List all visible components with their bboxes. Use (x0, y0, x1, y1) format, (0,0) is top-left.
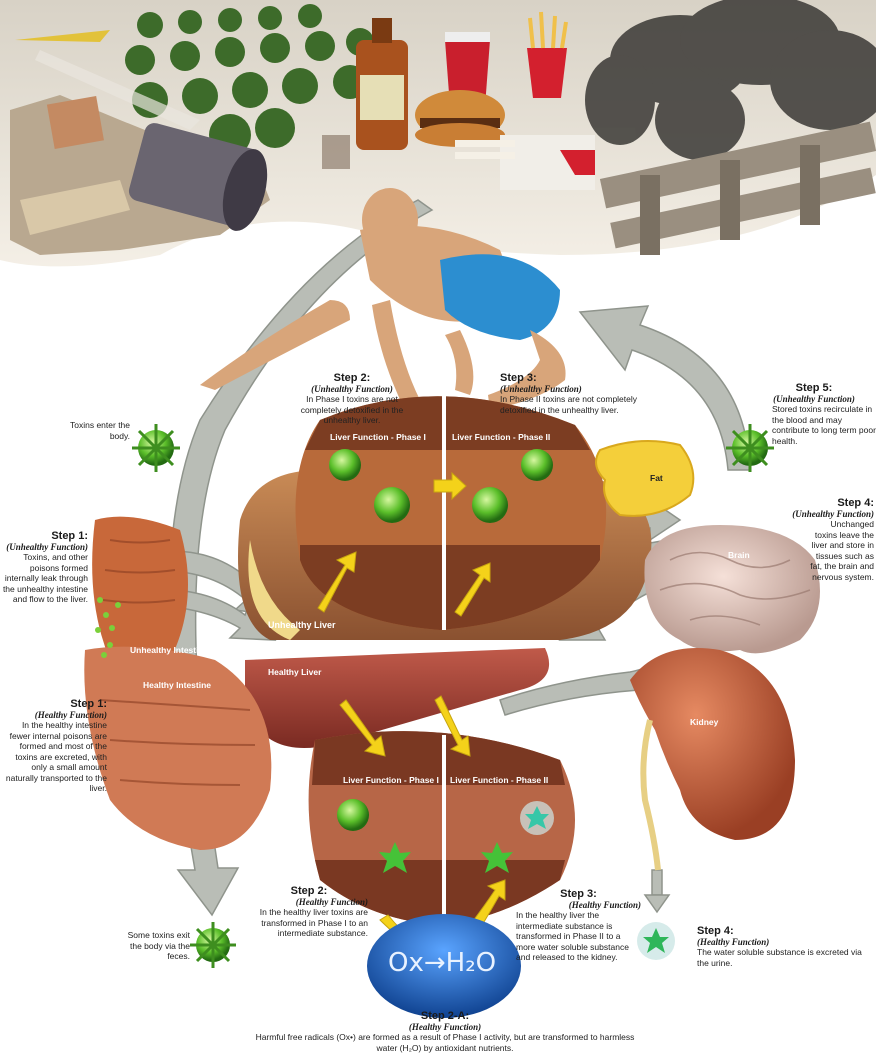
toxins-exit-note: Some toxins exit the body via the feces. (120, 930, 190, 962)
step3-healthy-title: Step 3: (516, 888, 641, 900)
unhealthy-liver-label: Unhealthy Liver (268, 620, 336, 630)
unhealthy-intestine-label: Unhealthy Intestine (130, 645, 208, 655)
step2a-healthy-title: Step 2-A: (255, 1010, 635, 1022)
step2a-healthy-sub: (Healthy Function) (255, 1022, 635, 1032)
fat-tissue (596, 441, 693, 516)
unhealthy-liver (238, 390, 651, 640)
step3-healthy: Step 3: (Healthy Function) In the health… (516, 888, 641, 963)
pollution-scene (0, 0, 876, 266)
toxins-enter-note: Toxins enter the body. (70, 420, 130, 441)
brain-label: Brain (728, 550, 750, 560)
healthy-intestine-label: Healthy Intestine (143, 680, 211, 690)
step1-unhealthy: Step 1: (Unhealthy Function) Toxins, and… (0, 530, 88, 605)
step4-unhealthy-title: Step 4: (766, 497, 874, 509)
step3-unhealthy: Step 3: (Unhealthy Function) In Phase II… (500, 372, 645, 415)
step2a-healthy-body: Harmful free radicals (Ox•) are formed a… (255, 1032, 635, 1053)
step3-unhealthy-title: Step 3: (500, 372, 645, 384)
step5-unhealthy-sub: (Unhealthy Function) (752, 394, 876, 404)
step4-unhealthy: Step 4: (Unhealthy Function) Unchanged t… (766, 497, 874, 582)
kidney (630, 648, 795, 870)
step1-healthy-title: Step 1: (0, 698, 107, 710)
healthy-liver (245, 648, 575, 925)
step4-healthy: Step 4: (Healthy Function) The water sol… (697, 925, 867, 968)
step2a-healthy: Step 2-A: (Healthy Function) Harmful fre… (255, 1010, 635, 1053)
step5-unhealthy: Step 5: (Unhealthy Function) Stored toxi… (752, 382, 876, 446)
step2-unhealthy-title: Step 2: (292, 372, 412, 384)
step2-unhealthy-sub: (Unhealthy Function) (292, 384, 412, 394)
step1-healthy: Step 1: (Healthy Function) In the health… (0, 698, 107, 794)
step1-healthy-body: In the healthy intestine fewer internal … (0, 720, 107, 794)
step2-healthy-title: Step 2: (250, 885, 368, 897)
step5-unhealthy-body: Stored toxins recirculate in the blood a… (752, 404, 876, 446)
step4-healthy-title: Step 4: (697, 925, 867, 937)
healthy-liver-label: Healthy Liver (268, 667, 321, 677)
liver-phase1-label-bottom: Liver Function - Phase I (343, 775, 439, 785)
step4-unhealthy-body: Unchanged toxins leave the liver and sto… (766, 519, 874, 582)
step2-healthy-body: In the healthy liver toxins are transfor… (250, 907, 368, 939)
step3-healthy-body: In the healthy liver the intermediate su… (516, 910, 641, 963)
liver-phase1-label-top: Liver Function - Phase I (330, 432, 426, 442)
step1-unhealthy-sub: (Unhealthy Function) (0, 542, 88, 552)
step1-unhealthy-title: Step 1: (0, 530, 88, 542)
step3-unhealthy-body: In Phase II toxins are not completely de… (500, 394, 645, 415)
kidney-label: Kidney (690, 717, 718, 727)
step2-unhealthy: Step 2: (Unhealthy Function) In Phase I … (292, 372, 412, 426)
step4-healthy-sub: (Healthy Function) (697, 937, 867, 947)
step2-unhealthy-body: In Phase I toxins are not completely det… (292, 394, 412, 426)
liver-phase2-label-bottom: Liver Function - Phase II (450, 775, 548, 785)
step4-healthy-body: The water soluble substance is excreted … (697, 947, 867, 968)
ox-h2o-label: Ox→H₂O (388, 948, 496, 978)
step3-unhealthy-sub: (Unhealthy Function) (500, 384, 645, 394)
step3-healthy-sub: (Healthy Function) (516, 900, 641, 910)
liver-phase2-label-top: Liver Function - Phase II (452, 432, 550, 442)
step2-healthy: Step 2: (Healthy Function) In the health… (250, 885, 368, 939)
fat-label: Fat (650, 473, 663, 483)
step2-healthy-sub: (Healthy Function) (250, 897, 368, 907)
step5-unhealthy-title: Step 5: (752, 382, 876, 394)
step1-healthy-sub: (Healthy Function) (0, 710, 107, 720)
step1-unhealthy-body: Toxins, and other poisons formed interna… (0, 552, 88, 605)
step4-unhealthy-sub: (Unhealthy Function) (766, 509, 874, 519)
